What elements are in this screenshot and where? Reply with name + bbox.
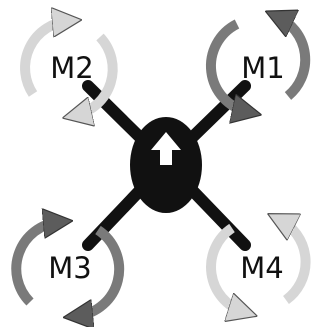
rotation-arrow-m2-lower [76,33,118,115]
forward-arrow-icon [151,132,181,165]
motor-m4: M4 [206,220,311,312]
motor-label-m1: M1 [241,51,284,85]
motor-label-m3: M3 [48,251,91,285]
motor-m3: M3 [11,222,125,316]
rotation-arrow-m1-upper [206,19,248,112]
motor-label-m4: M4 [240,251,283,285]
motor-m1: M1 [206,17,311,112]
motor-m2: M2 [20,21,118,115]
rotation-arrow-m1-lower [278,17,311,100]
rotation-arrow-m4-lower [280,220,311,305]
rotation-arrow-m3-upper [11,222,59,306]
rotation-arrow-m3-lower [77,225,125,316]
motor-label-m2: M2 [50,51,93,85]
rotation-arrow-m4-upper [206,223,244,312]
rotation-arrow-m2-upper [20,21,68,97]
